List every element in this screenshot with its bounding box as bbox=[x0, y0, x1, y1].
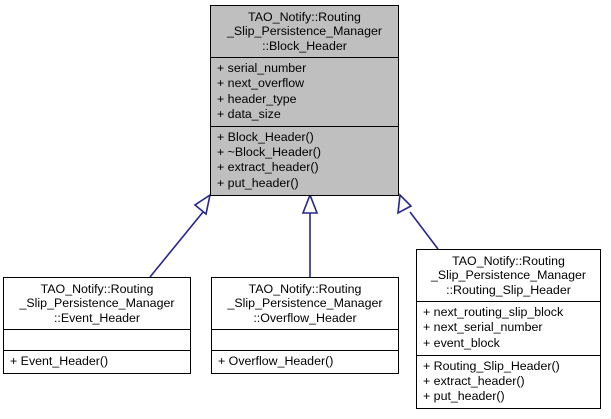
operations-compartment-overflow-header: + Overflow_Header() bbox=[212, 351, 398, 373]
class-name-overflow-header: TAO_Notify::Routing _Slip_Persistence_Ma… bbox=[227, 282, 383, 325]
compartment-divider bbox=[417, 354, 600, 356]
class-node-block-header[interactable]: TAO_Notify::Routing _Slip_Persistence_Ma… bbox=[210, 5, 399, 196]
attributes-compartment-routing-slip-header: + next_routing_slip_block + next_serial_… bbox=[417, 302, 600, 355]
attribute-row: + event_block bbox=[423, 335, 500, 350]
class-name-routing-slip-header: TAO_Notify::Routing _Slip_Persistence_Ma… bbox=[431, 254, 586, 297]
operation-row: + extract_header() bbox=[217, 160, 319, 175]
compartment-divider bbox=[4, 329, 190, 331]
operation-row: + put_header() bbox=[217, 175, 299, 190]
compartment-divider bbox=[211, 57, 398, 59]
attribute-row: + next_routing_slip_block bbox=[423, 305, 564, 320]
operation-row: + ~Block_Header() bbox=[217, 145, 321, 160]
class-name-event-header: TAO_Notify::Routing _Slip_Persistence_Ma… bbox=[19, 282, 175, 325]
attribute-row: + data_size bbox=[217, 106, 281, 121]
attributes-compartment-event-header bbox=[4, 330, 190, 350]
operations-compartment-routing-slip-header: + Routing_Slip_Header() + extract_header… bbox=[417, 356, 600, 409]
operation-row: + extract_header() bbox=[423, 374, 525, 389]
operation-row: + Event_Header() bbox=[10, 354, 109, 369]
operation-row: + Overflow_Header() bbox=[218, 354, 334, 369]
class-node-routing-slip-header[interactable]: TAO_Notify::Routing _Slip_Persistence_Ma… bbox=[416, 249, 601, 410]
compartment-divider bbox=[4, 350, 190, 352]
operation-row: + put_header() bbox=[423, 389, 505, 404]
edge-event-header-to-block-header bbox=[149, 193, 212, 278]
attribute-row: + header_type bbox=[217, 91, 297, 106]
compartment-divider bbox=[212, 350, 398, 352]
operation-row: + Block_Header() bbox=[217, 130, 314, 145]
operations-compartment-block-header: + Block_Header() + ~Block_Header() + ext… bbox=[211, 127, 398, 195]
compartment-divider bbox=[211, 126, 398, 128]
class-node-event-header[interactable]: TAO_Notify::Routing _Slip_Persistence_Ma… bbox=[3, 277, 191, 375]
attribute-row: + serial_number bbox=[217, 61, 307, 76]
edge-routing-slip-header-to-block-header bbox=[397, 193, 439, 250]
class-node-overflow-header[interactable]: TAO_Notify::Routing _Slip_Persistence_Ma… bbox=[211, 277, 399, 375]
operations-compartment-event-header: + Event_Header() bbox=[4, 351, 190, 373]
attribute-row: + next_overflow bbox=[217, 76, 305, 91]
attributes-compartment-overflow-header bbox=[212, 330, 398, 350]
operation-row: + Routing_Slip_Header() bbox=[423, 358, 560, 373]
attribute-row: + next_serial_number bbox=[423, 320, 543, 335]
class-name-block-header: TAO_Notify::Routing _Slip_Persistence_Ma… bbox=[227, 10, 382, 53]
edge-overflow-header-to-block-header bbox=[301, 192, 319, 277]
compartment-divider bbox=[417, 301, 600, 303]
attributes-compartment-block-header: + serial_number + next_overflow + header… bbox=[211, 58, 398, 126]
compartment-divider bbox=[212, 329, 398, 331]
